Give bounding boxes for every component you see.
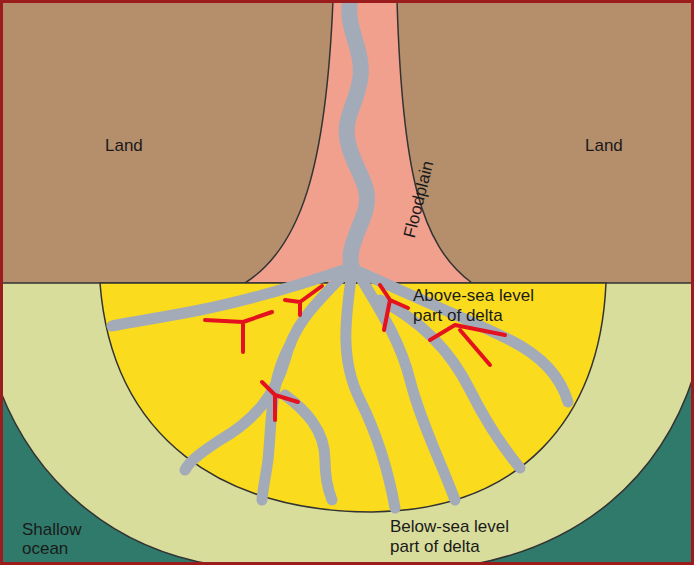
branch-mark (380, 285, 408, 330)
red-branch-marks (205, 285, 505, 420)
distributary (380, 300, 520, 468)
branch-mark (262, 382, 298, 420)
branch-mark (285, 286, 322, 315)
above-sea-label: Above-sea level part of delta (413, 286, 548, 325)
distributary (262, 345, 290, 500)
branch-mark (205, 312, 272, 352)
land-label: Land (105, 136, 185, 156)
river-channels (112, 0, 568, 508)
land-label: Land (585, 136, 665, 156)
floodplain-region (245, 0, 472, 283)
distributary (112, 268, 350, 326)
ocean-label: Shallow ocean (22, 520, 92, 559)
branch-mark (430, 325, 505, 365)
below-sea-label: Below-sea level part of delta (390, 517, 525, 556)
distributary (285, 395, 332, 500)
main-river (347, 0, 367, 268)
distributary (360, 272, 568, 402)
